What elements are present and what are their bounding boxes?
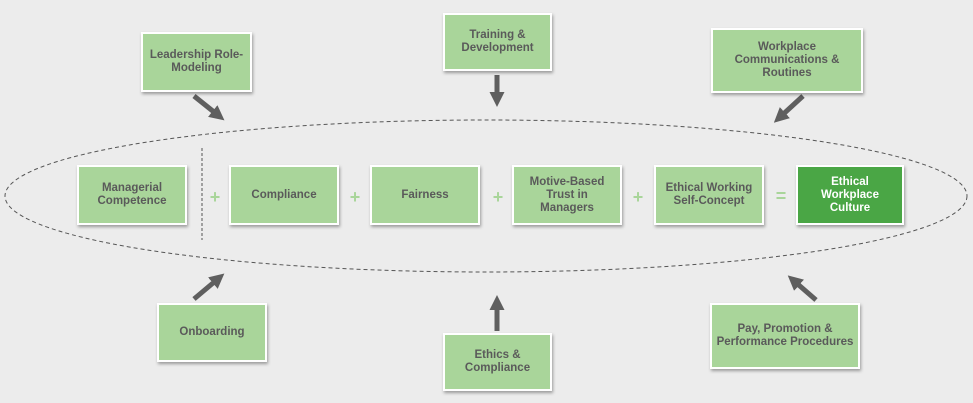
- plus-operator-3: +: [492, 187, 504, 207]
- compliance-box: Compliance: [229, 165, 339, 225]
- arrow-communications: [773, 94, 805, 123]
- fairness-box: Fairness: [370, 165, 480, 225]
- compliance-label: Compliance: [251, 188, 317, 201]
- fairness-label: Fairness: [401, 188, 449, 201]
- training-label: Training & Development: [461, 29, 534, 54]
- dashed-ellipse: [4, 119, 968, 273]
- managerial-competence-box: Managerial Competence: [77, 165, 187, 225]
- ethical-culture-box: Ethical Workplace Culture: [796, 165, 904, 225]
- ethics-compliance-label: Ethics & Compliance: [464, 349, 531, 374]
- motive-trust-label: Motive-Based Trust in Managers: [529, 175, 605, 214]
- onboarding-label: Onboarding: [179, 326, 245, 338]
- pay-promotion-box: Pay, Promotion & Performance Procedures: [710, 303, 860, 369]
- onboarding-box: Onboarding: [157, 303, 267, 362]
- arrow-pay-promotion: [787, 275, 818, 302]
- plus-operator-1: +: [209, 187, 221, 207]
- managerial-label: Managerial Competence: [97, 182, 167, 207]
- equals-operator: =: [775, 186, 787, 206]
- self-concept-box: Ethical Working Self-Concept: [654, 165, 764, 225]
- ethical-culture-label: Ethical Workplace Culture: [821, 175, 879, 214]
- leadership-box: Leadership Role-Modeling: [141, 32, 252, 92]
- communications-box: Workplace Communications & Routines: [711, 28, 863, 93]
- ethics-compliance-box: Ethics & Compliance: [443, 333, 552, 391]
- plus-operator-4: +: [632, 187, 644, 207]
- arrow-onboarding: [192, 273, 225, 301]
- leadership-label: Leadership Role-Modeling: [149, 49, 244, 74]
- pay-promotion-label: Pay, Promotion & Performance Procedures: [716, 323, 854, 348]
- plus-operator-2: +: [349, 187, 361, 207]
- arrow-leadership: [192, 94, 225, 121]
- self-concept-label: Ethical Working Self-Concept: [665, 182, 753, 207]
- motive-trust-box: Motive-Based Trust in Managers: [512, 165, 622, 225]
- communications-label: Workplace Communications & Routines: [734, 41, 840, 79]
- training-box: Training & Development: [443, 13, 552, 71]
